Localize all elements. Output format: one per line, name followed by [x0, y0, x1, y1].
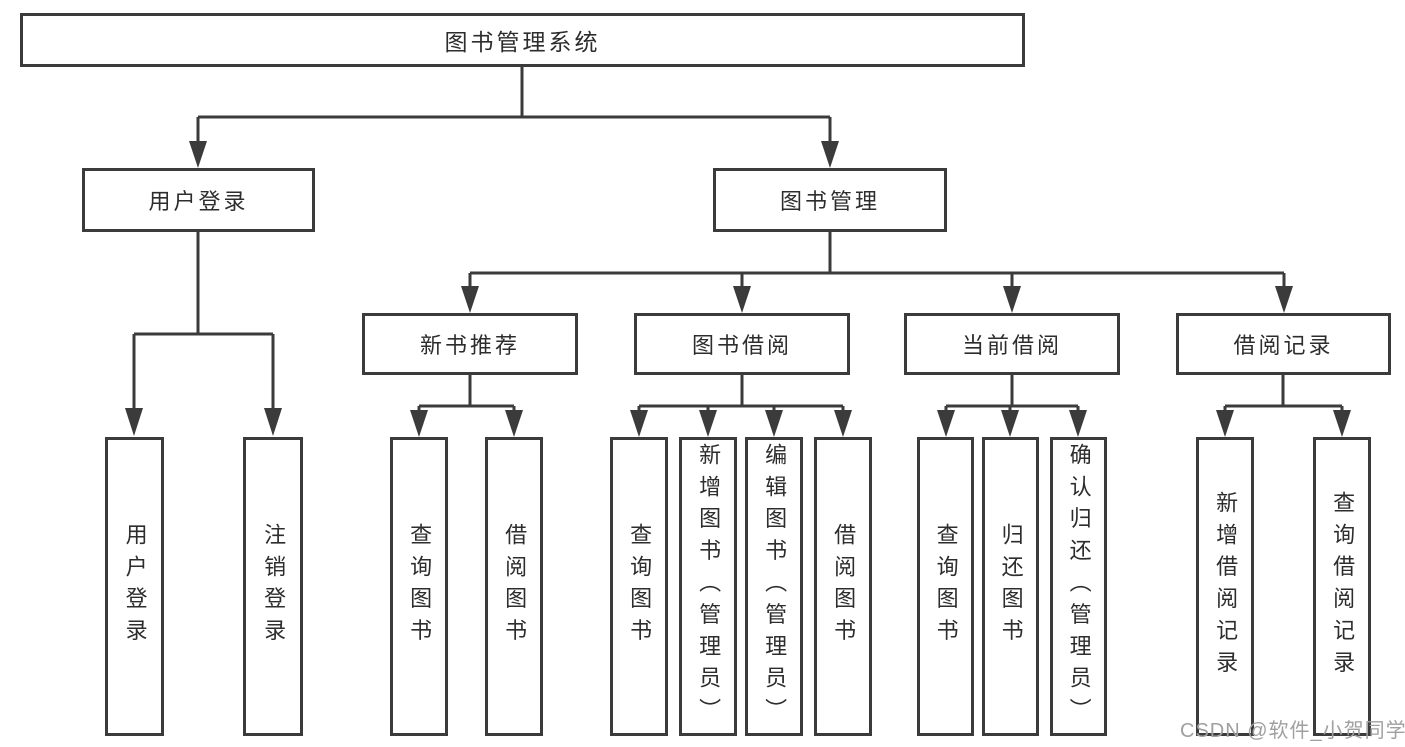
leaf-br-add-record: 新增借阅记录 — [1196, 437, 1254, 736]
leaf-cb-query-books-label: 查询图书 — [933, 522, 959, 651]
node-book-management-system: 图书管理系统 — [20, 13, 1025, 67]
node-book-management: 图书管理 — [713, 168, 947, 232]
connector-root-to-level2 — [189, 67, 839, 168]
leaf-user-login: 用户登录 — [105, 437, 164, 736]
connector-user-login-to-leaves — [125, 232, 282, 436]
leaf-bb-borrow-books: 借阅图书 — [814, 437, 872, 736]
leaf-cb-return-books-label: 归还图书 — [998, 522, 1024, 651]
connector-new-book-rec-to-leaves — [410, 375, 523, 437]
connector-current-borrowing-to-leaves — [937, 375, 1087, 437]
node-book-borrowing: 图书借阅 — [634, 313, 850, 375]
node-new-book-recommendation: 新书推荐 — [362, 313, 578, 375]
leaf-logout-label: 注销登录 — [261, 522, 287, 651]
leaf-bb-edit-books-admin: 编辑图书（管理员） — [745, 437, 803, 736]
leaf-br-query-record-label: 查询借阅记录 — [1330, 490, 1356, 683]
leaf-bb-edit-books-admin-label: 编辑图书（管理员） — [762, 442, 788, 731]
node-new-book-recommendation-label: 新书推荐 — [419, 333, 520, 358]
node-borrowing-records-label: 借阅记录 — [1233, 333, 1334, 358]
node-borrowing-records: 借阅记录 — [1176, 313, 1391, 375]
node-user-login-label: 用户登录 — [148, 189, 249, 214]
leaf-bb-borrow-books-label: 借阅图书 — [831, 522, 857, 651]
node-book-borrowing-label: 图书借阅 — [691, 333, 792, 358]
leaf-bb-query-books-label: 查询图书 — [627, 522, 653, 651]
leaf-br-query-record: 查询借阅记录 — [1313, 437, 1371, 736]
leaf-nbr-query-books-label: 查询图书 — [407, 522, 433, 651]
leaf-bb-add-books-admin: 新增图书（管理员） — [679, 437, 737, 736]
leaf-nbr-borrow-books-label: 借阅图书 — [502, 522, 528, 651]
connector-borrowing-records-to-leaves — [1216, 375, 1351, 437]
node-user-login: 用户登录 — [82, 168, 315, 232]
leaf-br-add-record-label: 新增借阅记录 — [1213, 490, 1239, 683]
leaf-logout: 注销登录 — [243, 437, 303, 736]
csdn-watermark: CSDN @软件_小贺同学 — [1180, 720, 1405, 742]
leaf-cb-query-books: 查询图书 — [917, 437, 974, 736]
leaf-cb-return-books: 归还图书 — [982, 437, 1039, 736]
connector-book-borrowing-to-leaves — [630, 375, 852, 437]
leaf-cb-confirm-return-admin: 确认归还（管理员） — [1050, 437, 1107, 736]
node-current-borrowing-label: 当前借阅 — [961, 333, 1062, 358]
node-current-borrowing: 当前借阅 — [904, 313, 1120, 375]
leaf-user-login-label: 用户登录 — [122, 522, 148, 651]
node-book-management-system-label: 图书管理系统 — [444, 29, 601, 55]
connector-book-mgmt-to-level3 — [461, 232, 1293, 313]
node-book-management-label: 图书管理 — [779, 189, 880, 214]
leaf-bb-add-books-admin-label: 新增图书（管理员） — [696, 442, 722, 731]
leaf-nbr-query-books: 查询图书 — [390, 437, 448, 736]
leaf-bb-query-books: 查询图书 — [610, 437, 668, 736]
leaf-cb-confirm-return-admin-label: 确认归还（管理员） — [1066, 442, 1092, 731]
leaf-nbr-borrow-books: 借阅图书 — [485, 437, 543, 736]
